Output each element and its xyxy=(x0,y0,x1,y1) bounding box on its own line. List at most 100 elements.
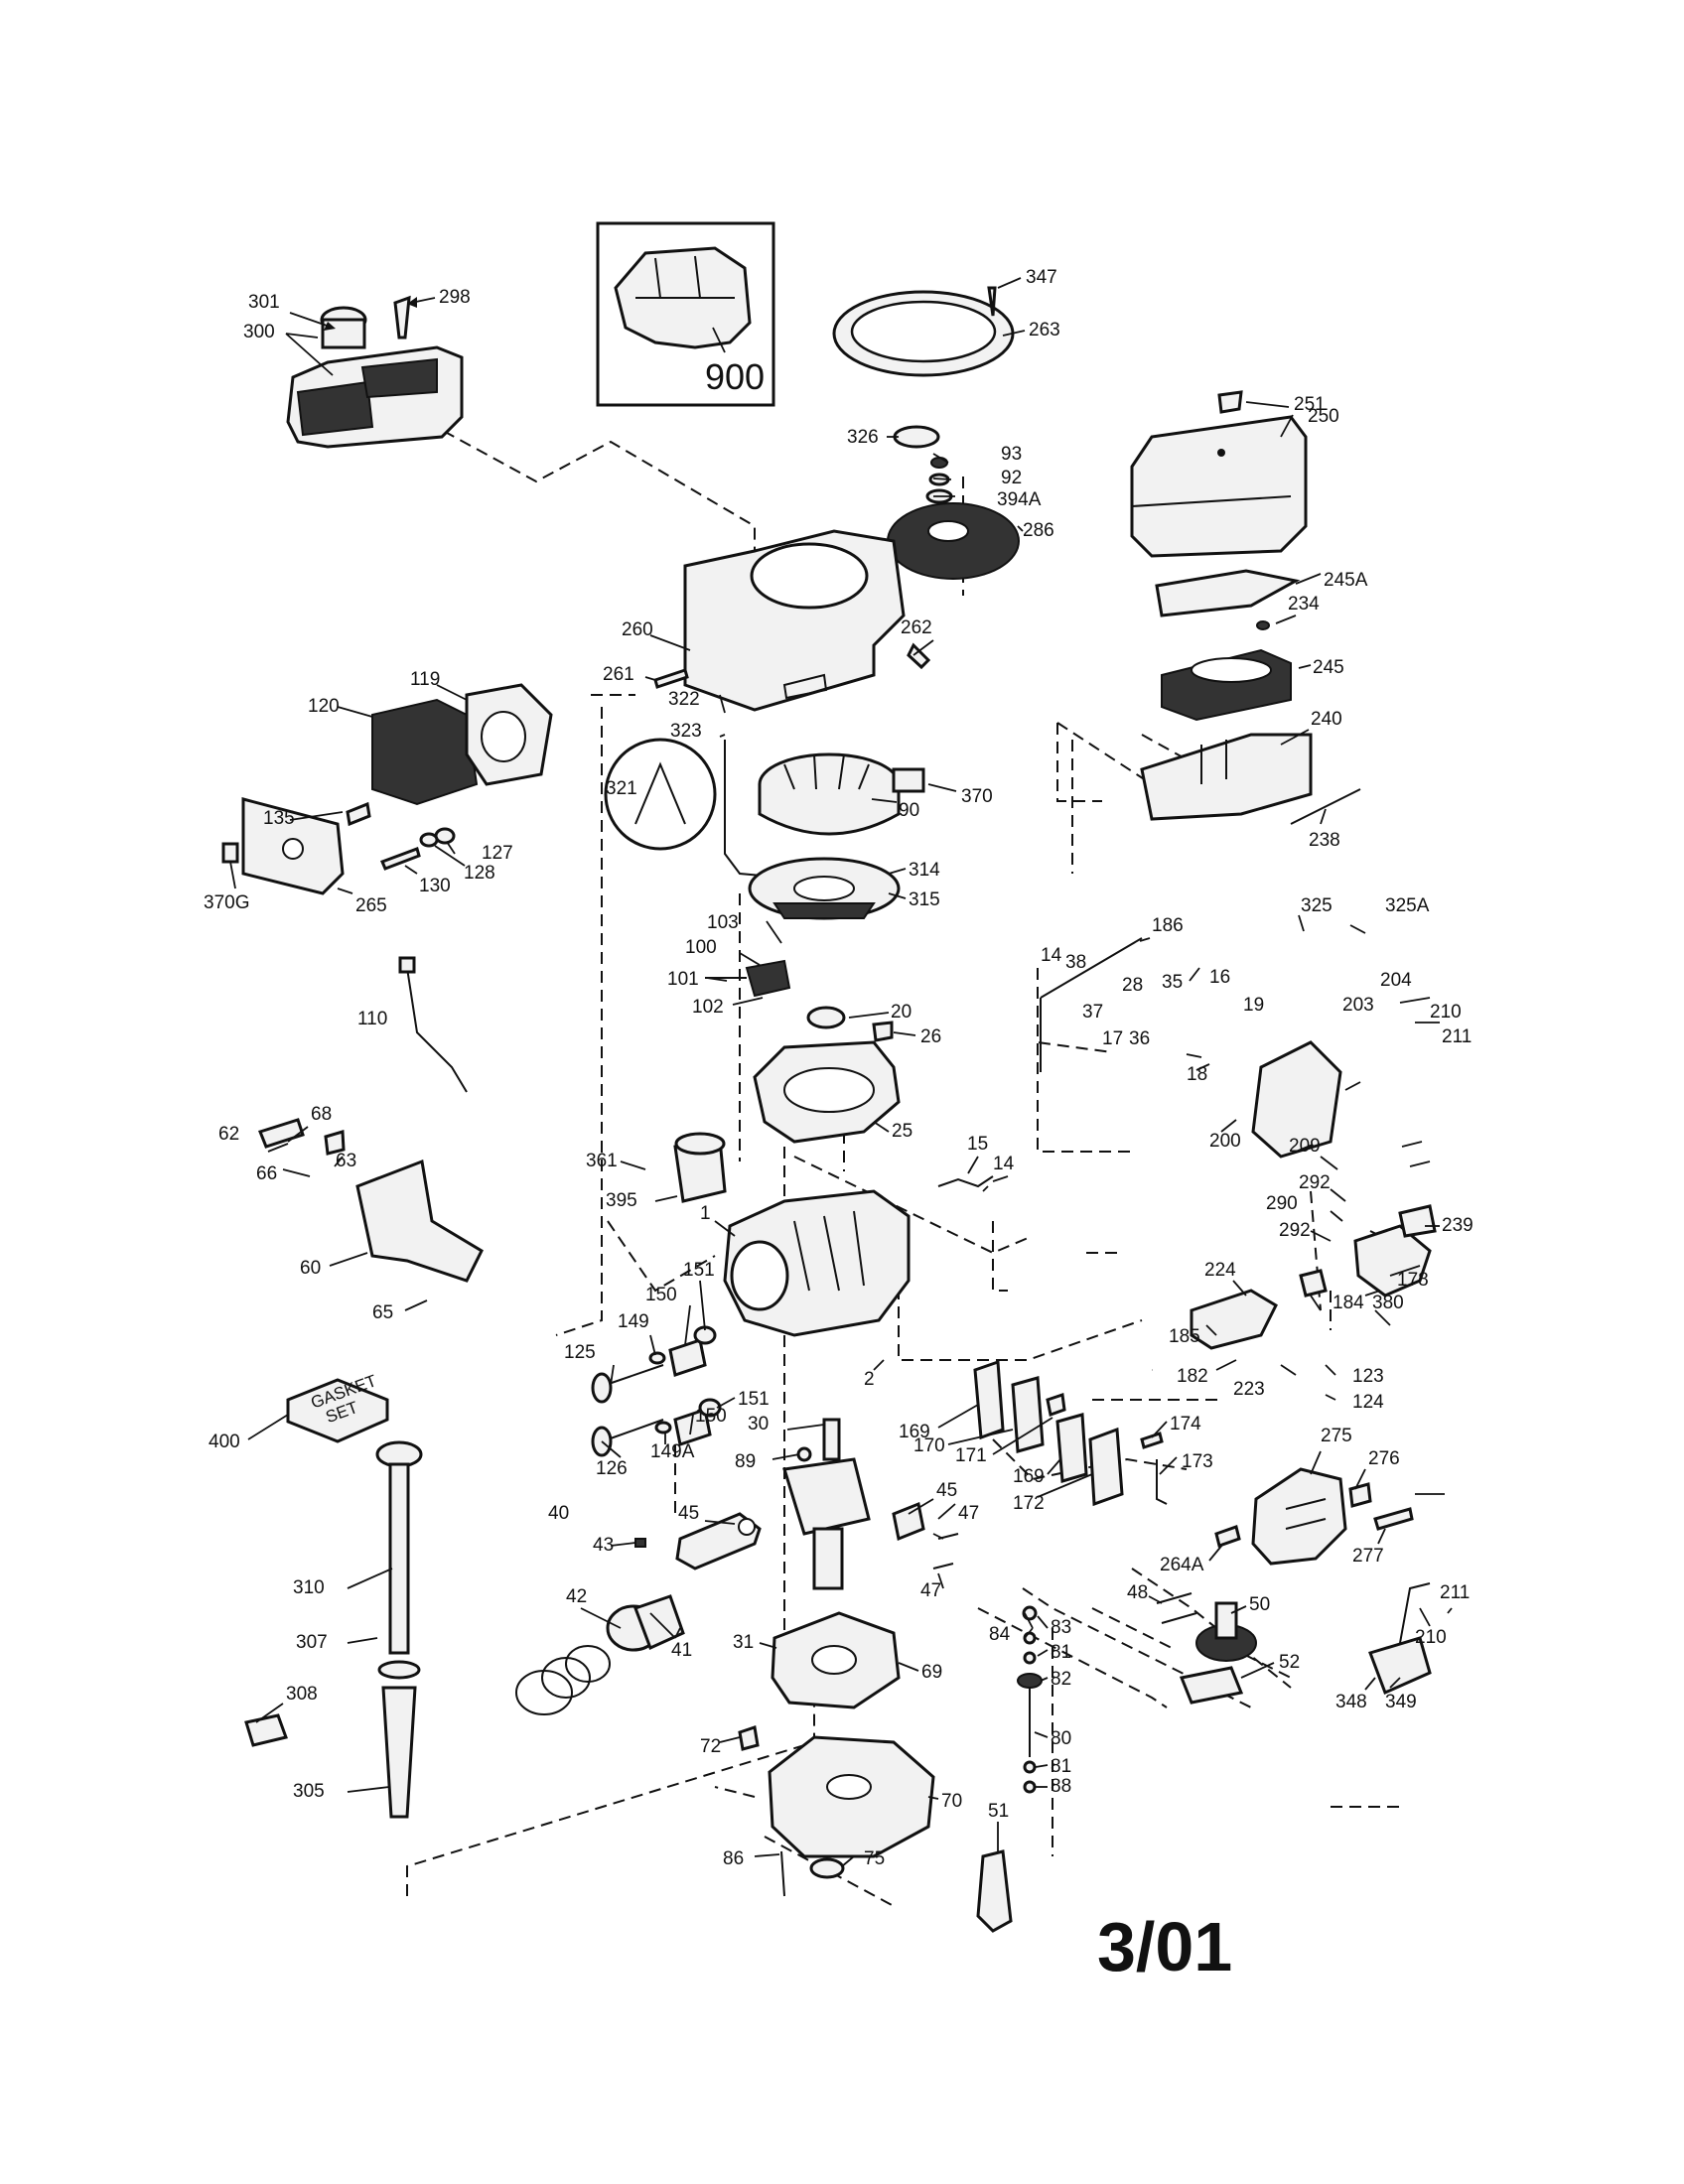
label-35: 35 xyxy=(1162,972,1183,993)
label-277: 277 xyxy=(1352,1546,1384,1567)
label-30: 30 xyxy=(748,1414,769,1434)
label-370G: 370G xyxy=(204,892,249,913)
label-110: 110 xyxy=(357,1009,387,1029)
label-178: 178 xyxy=(1397,1270,1429,1291)
label-47b: 47 xyxy=(920,1580,941,1601)
label-41: 41 xyxy=(671,1640,692,1661)
label-301: 301 xyxy=(248,292,280,313)
label-211a: 211 xyxy=(1442,1026,1472,1047)
label-264A: 264A xyxy=(1160,1555,1204,1575)
label-173: 173 xyxy=(1182,1451,1213,1472)
label-1: 1 xyxy=(700,1203,711,1224)
label-234: 234 xyxy=(1288,594,1320,614)
label-45a: 45 xyxy=(936,1480,957,1501)
revision-date: 3/01 xyxy=(1097,1908,1232,1985)
label-305: 305 xyxy=(293,1781,325,1802)
leader-lines xyxy=(229,277,1453,1867)
label-65: 65 xyxy=(372,1302,393,1323)
label-224: 224 xyxy=(1204,1260,1236,1281)
label-120: 120 xyxy=(308,696,340,717)
label-19: 19 xyxy=(1243,995,1264,1016)
label-169b: 169 xyxy=(1013,1466,1045,1487)
label-28: 28 xyxy=(1122,975,1143,996)
label-204: 204 xyxy=(1380,970,1412,991)
label-151b: 151 xyxy=(738,1389,770,1410)
label-40: 40 xyxy=(548,1503,569,1524)
label-251: 251 xyxy=(1294,394,1326,415)
label-315: 315 xyxy=(909,889,940,910)
label-172: 172 xyxy=(1013,1493,1045,1514)
label-15: 15 xyxy=(967,1134,988,1155)
label-63: 63 xyxy=(336,1151,356,1171)
label-348: 348 xyxy=(1335,1692,1367,1712)
label-89: 89 xyxy=(735,1451,756,1472)
engine-inset-box xyxy=(596,221,775,407)
label-62: 62 xyxy=(218,1124,239,1145)
label-186: 186 xyxy=(1152,915,1184,936)
label-47a: 47 xyxy=(958,1503,979,1524)
label-135: 135 xyxy=(263,808,295,829)
label-400: 400 xyxy=(209,1432,240,1452)
label-123: 123 xyxy=(1352,1366,1384,1387)
part-drawings xyxy=(221,286,1437,1933)
label-307: 307 xyxy=(296,1632,328,1653)
label-238: 238 xyxy=(1309,830,1340,851)
label-102: 102 xyxy=(692,997,724,1018)
label-86: 86 xyxy=(723,1848,744,1869)
label-149: 149 xyxy=(618,1311,649,1332)
label-322: 322 xyxy=(668,689,700,710)
label-92: 92 xyxy=(1001,468,1022,488)
label-52: 52 xyxy=(1279,1652,1300,1673)
label-45b: 45 xyxy=(678,1503,699,1524)
label-326: 326 xyxy=(847,427,879,448)
label-290: 290 xyxy=(1266,1193,1298,1214)
label-2: 2 xyxy=(864,1369,875,1390)
label-26: 26 xyxy=(920,1026,941,1047)
label-263: 263 xyxy=(1029,320,1060,341)
label-66: 66 xyxy=(256,1163,277,1184)
label-308: 308 xyxy=(286,1684,318,1705)
label-245A: 245A xyxy=(1324,570,1368,591)
label-380: 380 xyxy=(1372,1293,1404,1313)
label-37: 37 xyxy=(1082,1002,1103,1023)
label-38: 38 xyxy=(1065,952,1086,973)
assembly-guide-lines xyxy=(406,421,1400,1907)
label-36: 36 xyxy=(1129,1028,1150,1049)
label-185: 185 xyxy=(1169,1326,1200,1347)
label-347: 347 xyxy=(1026,267,1057,288)
label-81a: 81 xyxy=(1051,1642,1071,1663)
label-265: 265 xyxy=(355,895,387,916)
label-20: 20 xyxy=(891,1002,912,1023)
label-240: 240 xyxy=(1311,709,1342,730)
label-100: 100 xyxy=(685,937,717,958)
label-276: 276 xyxy=(1368,1448,1400,1469)
label-72: 72 xyxy=(700,1736,721,1757)
label-42: 42 xyxy=(566,1586,587,1607)
label-83: 83 xyxy=(1051,1617,1071,1638)
label-25: 25 xyxy=(892,1121,912,1142)
label-292a: 292 xyxy=(1299,1172,1331,1193)
label-125: 125 xyxy=(564,1342,596,1363)
label-314: 314 xyxy=(909,860,940,881)
label-325A: 325A xyxy=(1385,895,1430,916)
label-325: 325 xyxy=(1301,895,1333,916)
label-17: 17 xyxy=(1102,1028,1123,1049)
label-150b: 150 xyxy=(695,1406,727,1427)
label-14b: 14 xyxy=(993,1154,1015,1174)
label-203: 203 xyxy=(1342,995,1374,1016)
label-171: 171 xyxy=(955,1445,987,1466)
label-103: 103 xyxy=(707,912,739,933)
label-127: 127 xyxy=(482,843,513,864)
label-239: 239 xyxy=(1442,1215,1474,1236)
label-361: 361 xyxy=(586,1151,618,1171)
inset-label-900: 900 xyxy=(705,356,765,397)
label-184: 184 xyxy=(1333,1293,1364,1313)
label-68: 68 xyxy=(311,1104,332,1125)
label-51: 51 xyxy=(988,1801,1009,1822)
label-209: 209 xyxy=(1289,1136,1321,1157)
label-170: 170 xyxy=(913,1435,945,1456)
label-323: 323 xyxy=(670,721,702,742)
label-395: 395 xyxy=(606,1190,637,1211)
label-262: 262 xyxy=(901,617,932,638)
